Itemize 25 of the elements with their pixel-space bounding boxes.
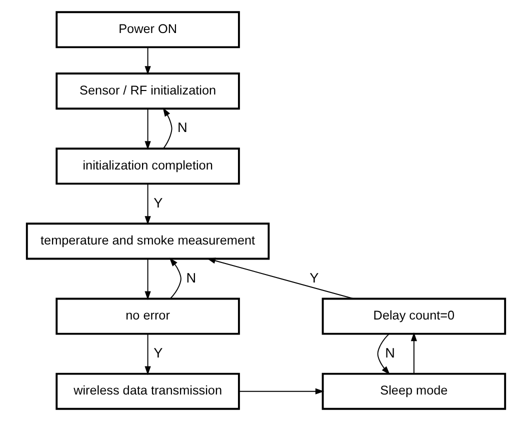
arrow (206, 258, 354, 300)
arrow (162, 108, 172, 149)
node-box: Delay count=0 (321, 298, 506, 335)
arrow (144, 47, 150, 75)
node-box: Sensor / RF initialization (55, 72, 240, 110)
edge-label: N (186, 270, 196, 286)
arrow (144, 258, 150, 300)
arrow (168, 258, 181, 300)
node-box: wireless data transmission (55, 372, 240, 410)
node-box: temperature and smoke measurement (25, 222, 270, 260)
edge-label: Y (153, 345, 162, 360)
edge-label: Y (153, 195, 162, 210)
node-box: no error (55, 298, 240, 335)
arrow (144, 183, 150, 225)
edge-label: N (384, 345, 395, 360)
edge-label: Y (309, 270, 318, 286)
edge-label: N (177, 120, 187, 136)
arrow (410, 332, 417, 374)
arrow (144, 108, 150, 150)
arrow (238, 388, 324, 394)
node-box: Sleep mode (321, 372, 506, 410)
arrow (376, 333, 390, 375)
node-box: Power ON (55, 11, 240, 48)
arrow (144, 333, 150, 376)
node-box: initialization completion (55, 148, 240, 185)
